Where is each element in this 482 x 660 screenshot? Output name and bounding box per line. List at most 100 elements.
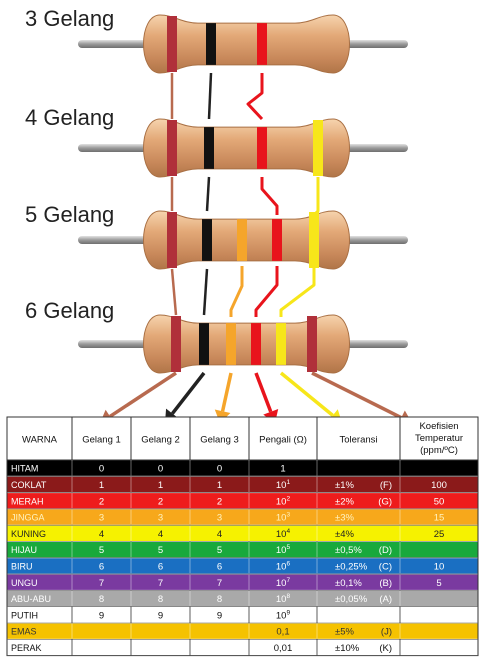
tolerance-code-cell: (A) [379, 594, 392, 605]
arrow-shaft [254, 372, 273, 413]
tolerance-code-cell: (D) [379, 545, 392, 556]
row-background [7, 639, 478, 656]
color-band [276, 323, 286, 365]
tolerance-cell: ±0,1% [335, 578, 362, 589]
tolerance-cell: ±2% [335, 496, 354, 507]
row-background [7, 460, 478, 476]
table-header: WARNA [22, 435, 58, 446]
band-arrow-5 [279, 371, 342, 423]
band-connector [246, 73, 264, 121]
band-arrows [100, 371, 412, 425]
color-name-cell: UNGU [11, 578, 38, 588]
resistor-4: 6 Gelang [25, 298, 408, 374]
multiplier-cell: 105 [276, 544, 291, 556]
arrow-shaft [311, 371, 403, 420]
color-name-cell: PERAK [11, 643, 42, 653]
color-band [206, 23, 216, 65]
band-digit-cell: 4 [217, 529, 222, 540]
tolerance-cell: ±1% [335, 480, 354, 491]
temp-coefficient-cell: 15 [434, 513, 445, 524]
arrow-shaft [279, 371, 334, 417]
band-digit-cell: 5 [217, 545, 222, 556]
band-digit-cell: 0 [99, 464, 104, 475]
color-name-cell: KUNING [11, 529, 46, 539]
band-connector [229, 266, 244, 317]
color-name-cell: ABU-ABU [11, 594, 51, 604]
table-header: Toleransi [339, 435, 377, 446]
color-band [171, 316, 181, 372]
multiplier-cell: 106 [276, 560, 291, 572]
band-digit-cell: 1 [99, 480, 104, 491]
resistor-label: 4 Gelang [25, 105, 114, 130]
color-band [257, 23, 267, 65]
color-band [167, 120, 177, 176]
band-digit-cell: 2 [217, 496, 222, 507]
row-background [7, 590, 478, 607]
band-connector [279, 266, 316, 317]
tolerance-cell: ±3% [335, 513, 354, 524]
row-background [7, 558, 478, 574]
multiplier-cell: 0,01 [274, 643, 293, 654]
row-background [7, 476, 478, 493]
band-digit-cell: 6 [217, 561, 222, 572]
band-connector [254, 266, 279, 317]
band-digit-cell: 3 [158, 513, 163, 524]
arrow-shaft [220, 372, 233, 412]
multiplier-cell: 109 [276, 609, 291, 621]
row-background [7, 574, 478, 590]
band-digit-cell: 0 [158, 464, 163, 475]
resistor-label: 5 Gelang [25, 202, 114, 227]
band-digit-cell: 5 [99, 545, 104, 556]
band-digit-cell: 9 [99, 610, 104, 621]
band-arrow-2 [165, 371, 206, 423]
multiplier-cell: 102 [276, 495, 291, 507]
band-digit-cell: 6 [99, 561, 104, 572]
band-digit-cell: 1 [158, 480, 163, 491]
band-connector [202, 268, 209, 316]
band-digit-cell: 9 [158, 610, 163, 621]
resistor-label: 6 Gelang [25, 298, 114, 323]
temp-coefficient-cell: 25 [434, 529, 445, 540]
band-connector [312, 177, 320, 217]
temp-coefficient-cell: 10 [434, 561, 445, 572]
band-digit-cell: 8 [158, 594, 163, 605]
table-header: Gelang 3 [200, 435, 239, 446]
table-header: Temperatur [415, 433, 463, 444]
band-digit-cell: 2 [99, 496, 104, 507]
multiplier-cell: 103 [276, 512, 291, 524]
color-name-cell: MERAH [11, 496, 44, 506]
multiplier-cell: 0,1 [276, 627, 289, 638]
resistor-label: 3 Gelang [25, 6, 114, 31]
band-digit-cell: 3 [217, 513, 222, 524]
color-name-cell: EMAS [11, 627, 37, 637]
color-band [204, 127, 214, 169]
resistor-2: 4 Gelang [25, 105, 408, 178]
band-digit-cell: 4 [158, 529, 163, 540]
color-band [309, 212, 319, 268]
band-digit-cell: 5 [158, 545, 163, 556]
tolerance-code-cell: (C) [379, 561, 392, 572]
color-name-cell: HIJAU [11, 545, 37, 555]
band-digit-cell: 6 [158, 561, 163, 572]
band-digit-cell: 4 [99, 529, 104, 540]
table-header: Pengali (Ω) [259, 435, 307, 446]
color-name-cell: JINGGA [11, 513, 45, 523]
color-name-cell: BIRU [11, 561, 33, 571]
color-band [167, 212, 177, 268]
color-band [251, 323, 261, 365]
table-header: (ppm/ºC) [420, 445, 458, 456]
resistor-body [143, 118, 350, 178]
temp-coefficient-cell: 50 [434, 496, 445, 507]
color-band [307, 316, 317, 372]
multiplier-cell: 104 [276, 528, 291, 540]
